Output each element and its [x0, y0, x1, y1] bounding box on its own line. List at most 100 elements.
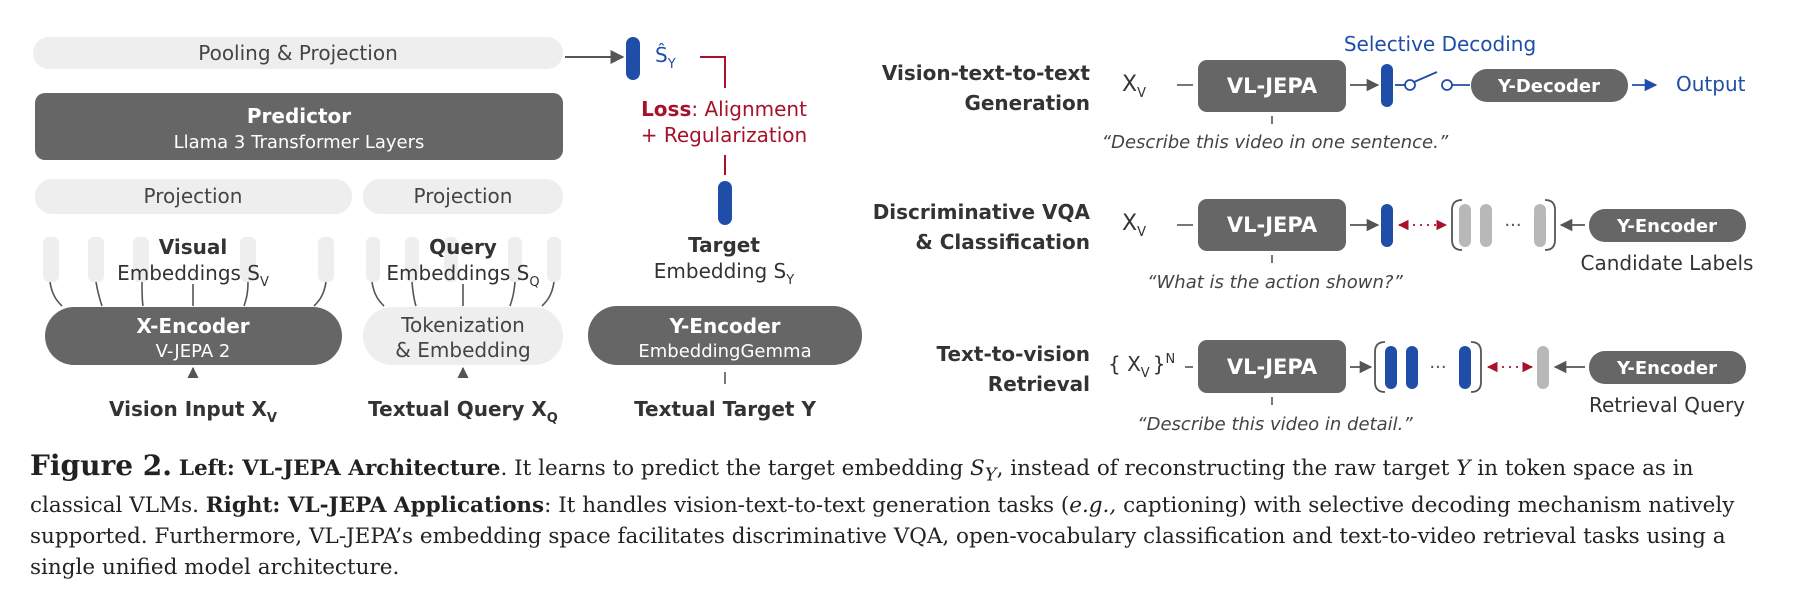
row1-prompt: “Describe this video in one sentence.” — [1102, 132, 1449, 153]
connector — [49, 281, 63, 307]
projection-query-label: Projection — [414, 184, 513, 208]
caption-sy-index: Y — [984, 464, 997, 486]
row3-vl-jepa-box — [1198, 340, 1346, 393]
architecture-panel: Pooling & Projection Predictor Llama 3 T… — [33, 37, 862, 426]
caption-sy: S — [970, 456, 985, 481]
tokenization-line-2: & Embedding — [395, 338, 530, 362]
connector — [243, 281, 249, 307]
row2-y-encoder-label: Y-Encoder — [1616, 216, 1717, 237]
row2-label-line2: & Classification — [915, 230, 1090, 254]
query-token — [405, 237, 419, 282]
row3-bracket-left — [1374, 341, 1386, 393]
visual-token — [240, 237, 256, 282]
vision-input-label: Vision Input XV — [109, 397, 277, 426]
retrieval-query-caption: Retrieval Query — [1589, 393, 1745, 417]
row2-vl-jepa-box — [1198, 199, 1346, 251]
query-embeddings-title: Query — [429, 235, 497, 259]
row1-embedding-token — [1381, 64, 1393, 107]
x-encoder-subtitle: V-JEPA 2 — [156, 341, 231, 362]
switch-contact-left — [1404, 79, 1416, 91]
visual-token — [88, 237, 104, 282]
visual-token-connectors — [49, 281, 327, 307]
row1-label-line1: Vision-text-to-text — [882, 61, 1091, 85]
y-encoder-title: Y-Encoder — [668, 314, 780, 338]
x-encoder-title: X-Encoder — [136, 314, 249, 338]
predictor-title: Predictor — [247, 104, 351, 128]
tokenization-box — [363, 307, 563, 365]
connector — [541, 281, 555, 307]
connector — [509, 281, 516, 307]
visual-token — [318, 237, 334, 282]
candidate-label-token — [1459, 204, 1471, 247]
switch-lever — [1413, 71, 1438, 83]
candidate-label-token — [1480, 204, 1492, 247]
caption-right-text-1: : It handles vision-text-to-text generat… — [544, 493, 1070, 519]
y-encoder-box — [588, 306, 862, 365]
row3-prompt: “Describe this video in detail.” — [1137, 414, 1413, 435]
row1-vl-jepa-box — [1198, 60, 1346, 112]
query-token — [366, 237, 380, 282]
caption-left-text-2: , instead of reconstructing the raw targ… — [996, 456, 1457, 481]
projection-visual-label: Projection — [144, 184, 243, 208]
row2-input: XV — [1122, 211, 1146, 240]
connector — [411, 281, 417, 307]
vl-jepa-diagram: Pooling & Projection Predictor Llama 3 T… — [33, 32, 1754, 435]
selective-decoding-label: Selective Decoding — [1344, 32, 1536, 56]
row3-y-encoder-label: Y-Encoder — [1616, 358, 1717, 379]
y-decoder-label: Y-Decoder — [1497, 76, 1600, 97]
visual-embeddings-sub: Embeddings SV — [117, 261, 269, 290]
connector — [95, 281, 103, 307]
row2-embedding-token — [1381, 204, 1393, 247]
figure-number: Figure 2. — [30, 449, 172, 482]
target-embedding-token — [718, 181, 732, 225]
query-token-connectors — [371, 281, 555, 307]
row2-ellipsis: ··· — [1504, 215, 1521, 236]
candidate-label-token — [1534, 204, 1546, 247]
tokenization-line-1: Tokenization — [400, 313, 525, 337]
loss-bracket-top — [700, 56, 726, 88]
row3-label-line2: Retrieval — [988, 372, 1090, 396]
caption-right-heading: Right: VL-JEPA Applications — [205, 493, 545, 519]
x-encoder-box — [45, 307, 342, 365]
caption-eg: e.g., — [1069, 493, 1117, 519]
target-embedding-title: Target — [688, 233, 760, 257]
predicted-embedding-token — [626, 37, 640, 80]
connector — [313, 281, 327, 307]
row3-label-line1: Text-to-vision — [936, 342, 1090, 366]
figure-caption: Figure 2. Left: VL-JEPA Architecture. It… — [30, 450, 1770, 583]
caption-right-text-2: captioning) with selective decoding mech… — [30, 493, 1735, 581]
switch-contact-right — [1441, 79, 1453, 91]
connector — [371, 281, 385, 307]
visual-embeddings-title: Visual — [159, 235, 227, 259]
query-token — [444, 237, 458, 282]
projection-visual-box — [35, 179, 352, 214]
projection-query-box — [363, 179, 563, 214]
loss-label: Loss: Alignment — [641, 97, 807, 121]
y-decoder-box — [1471, 69, 1628, 102]
row2-label-line1: Discriminative VQA — [873, 200, 1091, 224]
row3-vl-jepa-label: VL-JEPA — [1227, 355, 1318, 379]
selective-decoding-switch — [1395, 71, 1470, 91]
row2-y-encoder-box — [1589, 209, 1746, 242]
retrieval-video-token — [1459, 346, 1471, 389]
row3-bracket-right — [1470, 341, 1482, 393]
row1-input: XV — [1122, 72, 1146, 101]
caption-left-heading: Left: VL-JEPA Architecture — [178, 456, 501, 481]
candidate-labels-caption: Candidate Labels — [1581, 251, 1754, 275]
query-embedding-tokens — [366, 237, 561, 282]
caption-left-text-3: in token space as in classical VLMs. — [30, 456, 1694, 519]
row2-vl-jepa-label: VL-JEPA — [1227, 213, 1318, 237]
retrieval-query-token — [1537, 346, 1549, 389]
applications-panel: Selective Decoding Vision-text-to-text G… — [873, 32, 1754, 435]
retrieval-video-token — [1406, 346, 1418, 389]
row3-ellipsis: ··· — [1429, 357, 1446, 378]
caption-y: Y — [1456, 456, 1471, 481]
output-label: Output — [1676, 72, 1746, 96]
row2-bracket-left — [1451, 199, 1463, 251]
row1-vl-jepa-label: VL-JEPA — [1227, 74, 1318, 98]
row3-input: { XV}N — [1108, 352, 1175, 381]
connector — [141, 281, 144, 307]
query-token — [547, 237, 561, 282]
row1-label-line2: Generation — [964, 91, 1090, 115]
predicted-embedding-label: ŜY — [655, 43, 676, 72]
